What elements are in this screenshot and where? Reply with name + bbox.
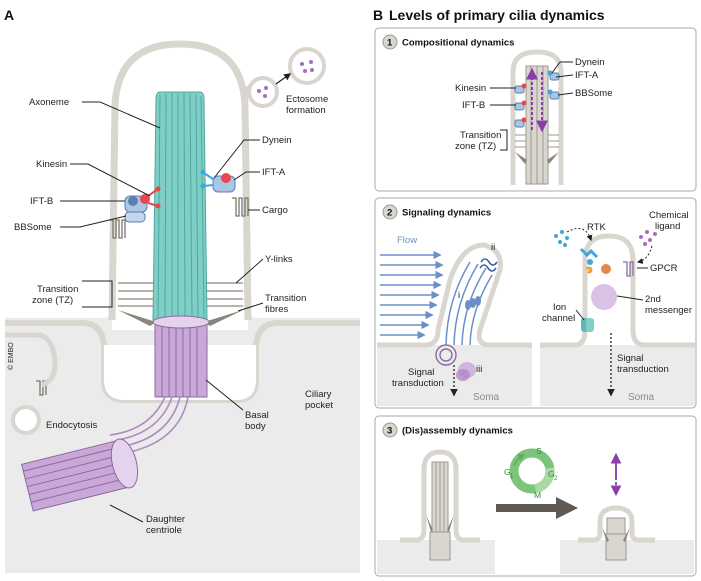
label-soma-right: Soma	[628, 392, 655, 403]
svg-text:3: 3	[387, 426, 392, 437]
mini-ift-trains	[514, 70, 560, 128]
panel-b-title: Levels of primary cilia dynamics	[389, 7, 605, 23]
axoneme	[152, 91, 208, 321]
box1-label-kinesin: Kinesin	[455, 83, 486, 94]
chemical-ligands	[639, 230, 657, 246]
svg-text:1: 1	[510, 474, 514, 480]
svg-text:centriole: centriole	[146, 525, 182, 536]
label-chemical-ligand: Chemical	[649, 210, 689, 221]
svg-text:2: 2	[387, 208, 392, 219]
ectosome-budding	[247, 76, 279, 108]
box-compositional-dynamics: 1 Compositional dynamics Dynein	[374, 27, 697, 192]
svg-text:transduction: transduction	[392, 378, 444, 389]
label-ift-a: IFT-A	[262, 167, 286, 178]
svg-text:transduction: transduction	[617, 364, 669, 375]
label-i: i	[458, 290, 460, 301]
svg-text:zone (TZ): zone (TZ)	[455, 141, 496, 152]
label-gpcr: GPCR	[650, 263, 678, 274]
svg-text:pocket: pocket	[305, 400, 333, 411]
box1-label-ift-b: IFT-B	[462, 100, 485, 111]
label-ii: ii	[491, 242, 495, 253]
panel-b-letter: B	[373, 7, 383, 23]
label-axoneme: Axoneme	[29, 97, 69, 108]
label-soma-left: Soma	[473, 392, 500, 403]
svg-text:fibres: fibres	[265, 304, 288, 315]
svg-text:ligand: ligand	[655, 221, 680, 232]
label-bbsome: BBSome	[14, 222, 52, 233]
bent-axoneme	[445, 261, 493, 346]
box1-label-dynein: Dynein	[575, 57, 605, 68]
label-y-links: Y-links	[265, 254, 293, 265]
svg-text:P: P	[586, 269, 590, 275]
ift-train-anterograde	[124, 186, 161, 223]
svg-text:formation: formation	[286, 105, 326, 116]
svg-text:body: body	[245, 421, 266, 432]
label-dynein: Dynein	[262, 135, 292, 146]
daughter-centriole	[21, 438, 139, 512]
svg-text:1: 1	[387, 38, 393, 49]
basal-body	[152, 315, 210, 398]
label-signal-transduction-left: Signal	[408, 367, 434, 378]
label-ion-channel: Ion	[553, 302, 566, 313]
panel-a: A Ectosome formation	[4, 7, 360, 573]
transition-arrow	[496, 497, 578, 519]
label-daughter-centriole: Daughter	[146, 514, 185, 525]
svg-text:zone (TZ): zone (TZ)	[32, 295, 73, 306]
label-ift-b: IFT-B	[30, 196, 53, 207]
ion-channel	[581, 318, 594, 332]
label-second-messenger: 2nd	[645, 294, 661, 305]
svg-text:2: 2	[554, 476, 558, 482]
label-signal-transduction-right: Signal	[617, 353, 643, 364]
gpcr	[623, 261, 634, 277]
transition-fibres	[118, 310, 243, 326]
rtk: P	[579, 247, 611, 275]
box1-label-ift-a: IFT-A	[575, 70, 599, 81]
box1-title: Compositional dynamics	[402, 38, 514, 49]
svg-text:channel: channel	[542, 313, 575, 324]
cycle-s: S	[536, 446, 542, 456]
box-disassembly-dynamics: 3 (Dis)assembly dynamics S G 1 G 2 M	[374, 415, 697, 577]
label-cargo: Cargo	[262, 205, 288, 216]
label-ectosome-formation: Ectosome	[286, 94, 328, 105]
panel-a-letter: A	[4, 7, 14, 23]
cycle-g1: G	[504, 467, 511, 477]
box1-label-transition-zone: Transition	[460, 130, 501, 141]
label-iii: iii	[476, 364, 482, 375]
panel-b: B Levels of primary cilia dynamics 1 Com…	[373, 7, 697, 577]
label-transition-fibres: Transition	[265, 293, 306, 304]
cell-cycle	[509, 448, 555, 494]
label-rtk: RTK	[587, 222, 606, 233]
ca-channel-iii	[435, 344, 476, 381]
flow-arrows	[380, 250, 444, 340]
svg-text:messenger: messenger	[645, 305, 692, 316]
label-endocytosis: Endocytosis	[46, 420, 97, 431]
transition-zone	[118, 282, 243, 307]
label-flow: Flow	[397, 235, 417, 246]
cycle-m: M	[534, 490, 541, 500]
ciliary-membrane	[108, 40, 252, 321]
endocytic-vesicle	[11, 405, 41, 435]
box3-title: (Dis)assembly dynamics	[402, 426, 513, 437]
second-messenger	[591, 284, 617, 310]
label-kinesin: Kinesin	[36, 159, 67, 170]
box-signaling-dynamics: 2 Signaling dynamics	[374, 197, 697, 409]
box2-title: Signaling dynamics	[402, 208, 491, 219]
label-transition-zone: Transition	[37, 284, 78, 295]
label-ciliary-pocket: Ciliary	[305, 389, 332, 400]
cycle-g2: G	[548, 469, 555, 479]
ift-train-retrograde	[200, 169, 236, 193]
box1-label-bbsome: BBSome	[575, 88, 613, 99]
rtk-ligands	[554, 230, 569, 247]
label-basal-body: Basal	[245, 410, 269, 421]
ectosome-vesicle	[288, 47, 326, 85]
copyright-credit: © EMBO	[7, 342, 15, 370]
